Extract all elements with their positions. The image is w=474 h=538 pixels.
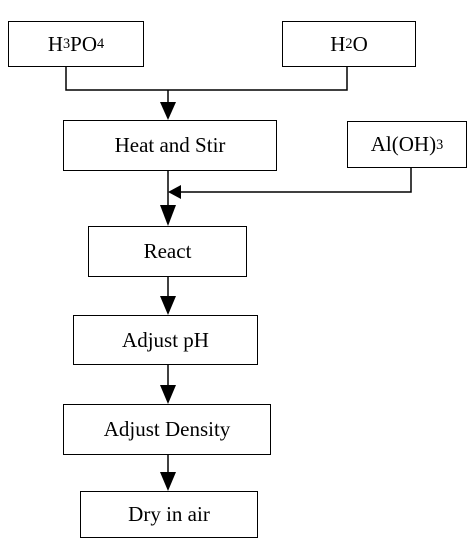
formula-part: Al(OH) <box>370 132 437 156</box>
arrowhead-into-heat <box>160 102 176 120</box>
node-adjust-density: Adjust Density <box>63 404 271 455</box>
formula-part: O <box>352 31 368 56</box>
formula-part: PO <box>70 31 98 56</box>
arrowhead-into-ph <box>160 296 176 315</box>
edge-h3po4-to-heat <box>65 67 168 91</box>
arrowhead-into-density <box>160 385 176 404</box>
edge-aloh3-to-react <box>181 168 412 193</box>
node-label: Adjust Density <box>103 417 231 441</box>
node-react: React <box>88 226 247 277</box>
node-label: Dry in air <box>128 502 210 526</box>
edge-h2o-to-heat <box>168 67 348 91</box>
node-label: React <box>143 239 192 263</box>
node-label: Adjust pH <box>122 327 209 352</box>
node-label: Heat and Stir <box>114 133 226 157</box>
node-adjust-ph: Adjust pH <box>73 315 258 365</box>
node-aluminum-hydroxide: Al(OH)3 <box>347 121 467 168</box>
formula-part: H <box>47 31 64 56</box>
arrowhead-into-react <box>160 205 176 226</box>
node-heat-and-stir: Heat and Stir <box>63 120 277 171</box>
formula-part: H <box>330 31 346 56</box>
arrowhead-aloh3-side <box>168 185 181 199</box>
arrowhead-into-dry <box>160 472 176 491</box>
node-dry-in-air: Dry in air <box>80 491 258 538</box>
